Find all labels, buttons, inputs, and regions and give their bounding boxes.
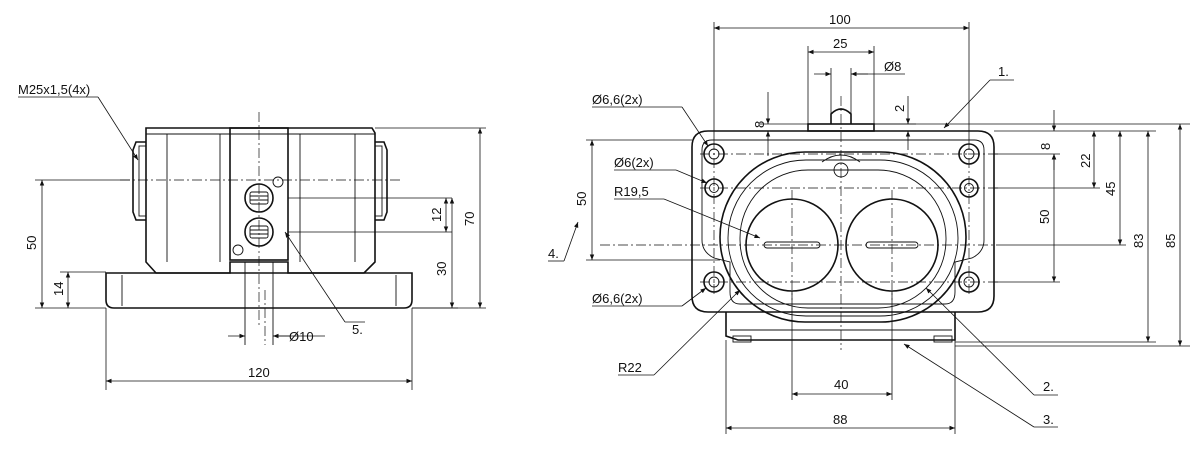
hole-top-label: Ø6,6(2x) [592,92,643,107]
radius-small-label: R19,5 [614,184,649,199]
side-view: 50 14 12 30 70 Ø10 120 M25x1,5(4x) [18,82,486,390]
dim-40: 40 [834,377,848,392]
dim-50-left: 50 [574,192,589,206]
oval-frame-outer [719,151,967,323]
dim-30: 30 [434,262,449,276]
dim-22: 22 [1078,154,1093,168]
oval-frame-inner [727,159,959,317]
dim-phi8: Ø8 [884,59,901,74]
front-view: 100 25 Ø8 8 2 8 22 50 [548,12,1190,434]
thread-label: M25x1,5(4x) [18,82,90,97]
lower-body [725,312,956,341]
dim-14: 14 [51,282,66,296]
hole-mid-label: Ø6(2x) [614,155,654,170]
dim-25: 25 [833,36,847,51]
dim-85: 85 [1163,234,1178,248]
dim-phi10: Ø10 [289,329,314,344]
dim-120: 120 [248,365,270,380]
flange-outer [691,130,995,313]
radius-large-label: R22 [618,360,642,375]
dim-100: 100 [829,12,851,27]
callout-5: 5. [352,322,363,337]
callout-3: 3. [1043,412,1054,427]
dim-8-left: 8 [752,121,767,128]
callout-1: 1. [998,64,1009,79]
dim-70: 70 [462,212,477,226]
dim-50-right: 50 [1037,210,1052,224]
dim-45: 45 [1103,182,1118,196]
dim-2: 2 [892,105,907,112]
callout-2: 2. [1043,379,1054,394]
dim-8-right: 8 [1038,143,1053,150]
housing-body [145,127,376,274]
conduit-entry-left [132,141,146,221]
dim-50-side: 50 [24,236,39,250]
hole-bottom-label: Ø6,6(2x) [592,291,643,306]
dim-12: 12 [429,208,444,222]
conduit-entry-right [375,141,388,221]
dim-88: 88 [833,412,847,427]
dim-83: 83 [1131,234,1146,248]
base-plate [105,272,413,309]
callout-4: 4. [548,246,559,261]
